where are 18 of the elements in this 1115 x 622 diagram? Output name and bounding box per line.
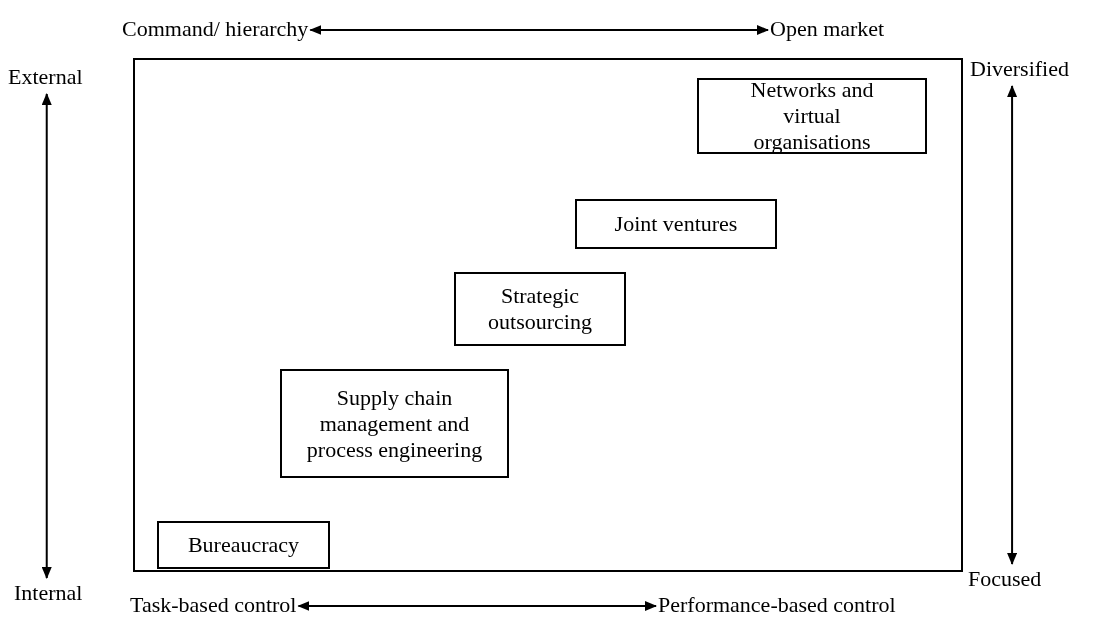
axis-label: Performance-based control xyxy=(658,592,896,620)
axis-label: Diversified xyxy=(970,56,1069,84)
category-box: Networks and virtual organisations xyxy=(697,78,927,154)
axis-label: Task-based control xyxy=(130,592,297,620)
double-arrow xyxy=(1007,85,1018,565)
category-box: Joint ventures xyxy=(575,199,777,249)
category-box: Bureaucracy xyxy=(157,521,330,569)
category-box: Supply chain management and process engineering xyxy=(280,369,509,478)
axis-label: External xyxy=(8,64,83,92)
axis-label: Open market xyxy=(770,16,885,44)
double-arrow xyxy=(41,93,52,579)
double-arrow xyxy=(309,25,769,35)
double-arrow xyxy=(297,601,657,611)
axis-label: Command/ hierarchy xyxy=(122,16,309,44)
axis-label: Focused xyxy=(968,566,1042,594)
axis-label: Internal xyxy=(14,580,83,608)
category-box: Strategic outsourcing xyxy=(454,272,626,346)
matrix-frame xyxy=(133,58,963,572)
